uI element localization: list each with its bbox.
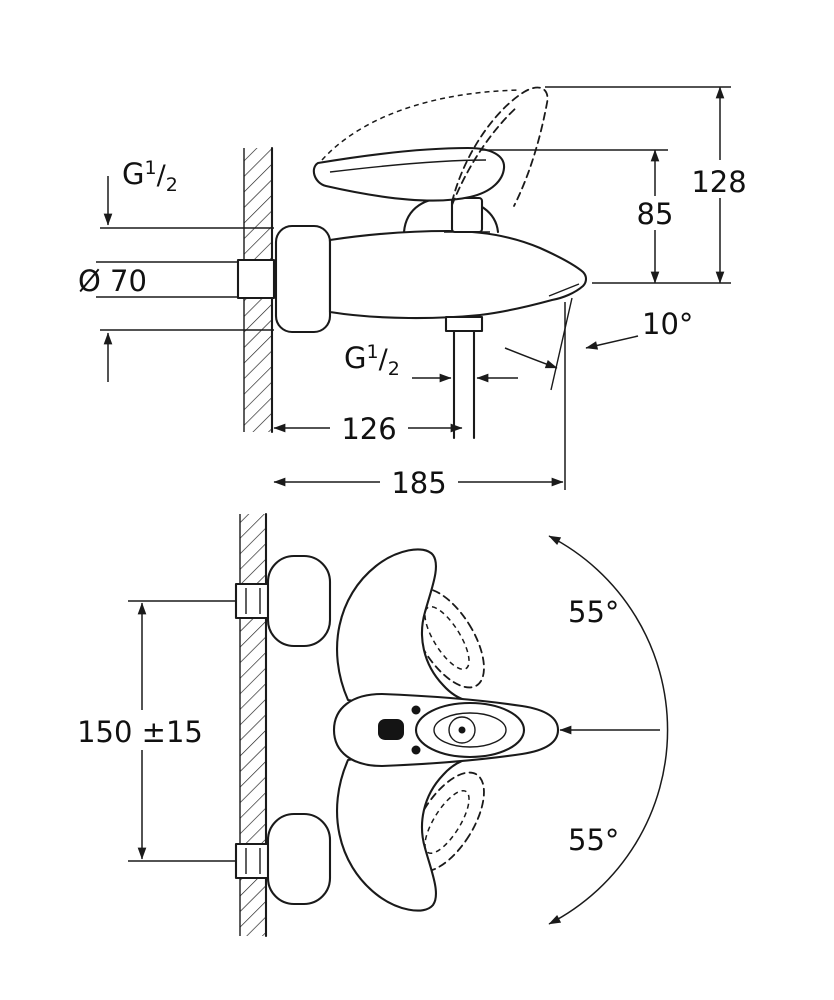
dim-185-label: 185 bbox=[391, 466, 446, 500]
spout-aerator-line bbox=[548, 283, 580, 297]
dim-126-label: 126 bbox=[341, 412, 396, 446]
body-front-details bbox=[378, 701, 526, 759]
handle-blade-up bbox=[336, 548, 470, 706]
dim-outlet-thread-label: G1/2 bbox=[344, 341, 400, 380]
wall-union-fitting bbox=[236, 258, 276, 300]
dim-55-lower-label: 55° bbox=[568, 823, 619, 857]
lever-detail-line bbox=[329, 159, 487, 173]
faucet-body-side bbox=[328, 229, 588, 320]
handle-swing-arc bbox=[548, 535, 669, 925]
faucet-body-front bbox=[332, 692, 560, 768]
dim-wall-thread-label: G1/2 bbox=[122, 157, 178, 196]
union-fitting-bottom bbox=[234, 842, 272, 880]
escutcheon-front-top bbox=[266, 554, 332, 648]
dimension-outlet-thread: G1/2 bbox=[341, 338, 518, 383]
dim-85-label: 85 bbox=[637, 197, 674, 231]
dimension-total-height: 128 bbox=[545, 86, 752, 284]
escutcheon-front-bottom bbox=[266, 812, 332, 906]
dimension-spout-angle: 10° bbox=[504, 297, 696, 490]
union-fitting-top bbox=[234, 582, 272, 620]
dimension-wall-to-outlet: 126 bbox=[273, 409, 463, 449]
escutcheon-side bbox=[274, 224, 332, 334]
diverter-knob bbox=[444, 196, 490, 234]
shower-outlet-stub bbox=[444, 315, 484, 440]
dim-55-upper-label: 55° bbox=[568, 595, 619, 629]
handle-blade-down bbox=[336, 754, 470, 912]
knob-dot bbox=[458, 726, 466, 734]
front-view: 150 ±15 bbox=[66, 512, 669, 938]
side-view: 128 85 10° G1/2 Ø 70 G1/2 bbox=[75, 86, 752, 503]
dimension-spout-height: 85 bbox=[480, 149, 682, 284]
brand-badge bbox=[378, 719, 404, 740]
dim-150-label: 150 ±15 bbox=[77, 715, 203, 749]
dimension-wall-to-spout: 185 bbox=[273, 463, 564, 503]
lever-handle-side bbox=[312, 146, 506, 202]
dimension-connection-spacing: 150 ±15 bbox=[66, 600, 236, 862]
dim-128-label: 128 bbox=[691, 165, 746, 199]
dim-10deg-label: 10° bbox=[642, 307, 693, 341]
dim-diameter-label: Ø 70 bbox=[78, 264, 147, 298]
left-extension-lines bbox=[96, 176, 274, 382]
